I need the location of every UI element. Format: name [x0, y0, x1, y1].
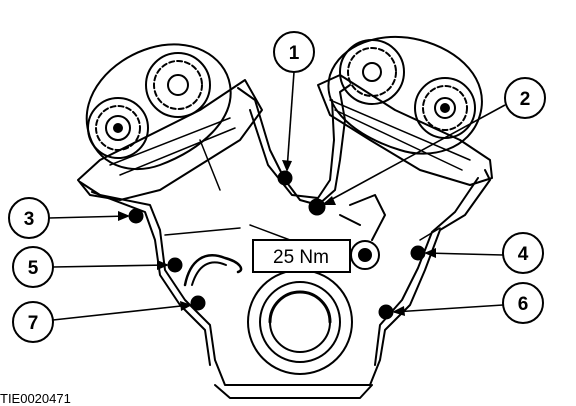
callout-4-label: 4 — [518, 244, 529, 265]
engine-drawing — [77, 35, 493, 399]
bolt-center — [360, 250, 370, 260]
arrowhead-1 — [282, 160, 292, 172]
sensor-wire-2 — [191, 261, 227, 286]
callout-1-label: 1 — [289, 43, 300, 64]
figure-reference-code: TIE0020471 — [0, 391, 71, 406]
leader-arrowheads — [118, 160, 436, 316]
callout-7: 7 — [12, 301, 54, 343]
arrowhead-4 — [424, 248, 436, 258]
crankshaft-seal — [247, 269, 353, 375]
callout-3: 3 — [8, 197, 50, 239]
left-cylinder-head — [77, 79, 263, 201]
torque-spec-box: 25 Nm — [252, 239, 351, 273]
callout-3-label: 3 — [24, 209, 35, 230]
bolt-6 — [378, 304, 394, 320]
torque-spec-label: 25 Nm — [273, 247, 329, 268]
lower-cover-inner-edge — [91, 191, 211, 366]
bolt-3 — [128, 208, 144, 224]
leader-lines — [48, 71, 506, 321]
arrowhead-2 — [322, 196, 336, 205]
callout-7-label: 7 — [28, 313, 39, 334]
callout-5-label: 5 — [28, 258, 39, 279]
arrowhead-3 — [118, 211, 130, 221]
arrowhead-5 — [157, 260, 169, 270]
bolt-2 — [308, 198, 326, 216]
callout-2: 2 — [504, 77, 546, 119]
callout-5: 5 — [12, 246, 54, 288]
left-timing-belt — [85, 43, 232, 171]
right-cylinder-head — [317, 74, 493, 186]
left-cam-sprocket-lower — [87, 97, 149, 159]
leader-4 — [425, 252, 504, 256]
detail-strokes — [109, 99, 471, 241]
oil-pan-edge — [214, 384, 373, 399]
callout-4: 4 — [502, 232, 544, 274]
right-timing-belt — [327, 35, 483, 155]
leader-6 — [393, 304, 504, 313]
lower-cover-inner-edge-right — [374, 177, 479, 366]
bolt-1 — [277, 170, 293, 186]
central-cover-inner — [249, 99, 335, 199]
left-cam-sprocket-upper — [145, 52, 211, 118]
leader-2 — [324, 104, 506, 204]
lower-timing-cover — [79, 169, 491, 386]
callouts: 1 2 3 4 5 6 7 — [8, 31, 546, 343]
bolts — [128, 170, 426, 320]
callout-2-label: 2 — [520, 89, 531, 110]
leader-1 — [286, 71, 295, 171]
sensor-wire — [183, 254, 243, 287]
leader-5 — [52, 264, 168, 268]
callout-6-label: 6 — [518, 294, 529, 315]
bolt-4 — [410, 245, 426, 261]
leader-7 — [52, 304, 191, 321]
arrowhead-7 — [180, 301, 192, 311]
arrowhead-6 — [392, 306, 405, 316]
leader-3 — [48, 215, 129, 219]
bolt-7 — [190, 295, 206, 311]
right-cam-sprocket-lower — [414, 77, 476, 139]
bolt-5 — [167, 257, 183, 273]
callout-6: 6 — [502, 282, 544, 324]
callout-1: 1 — [273, 31, 315, 73]
